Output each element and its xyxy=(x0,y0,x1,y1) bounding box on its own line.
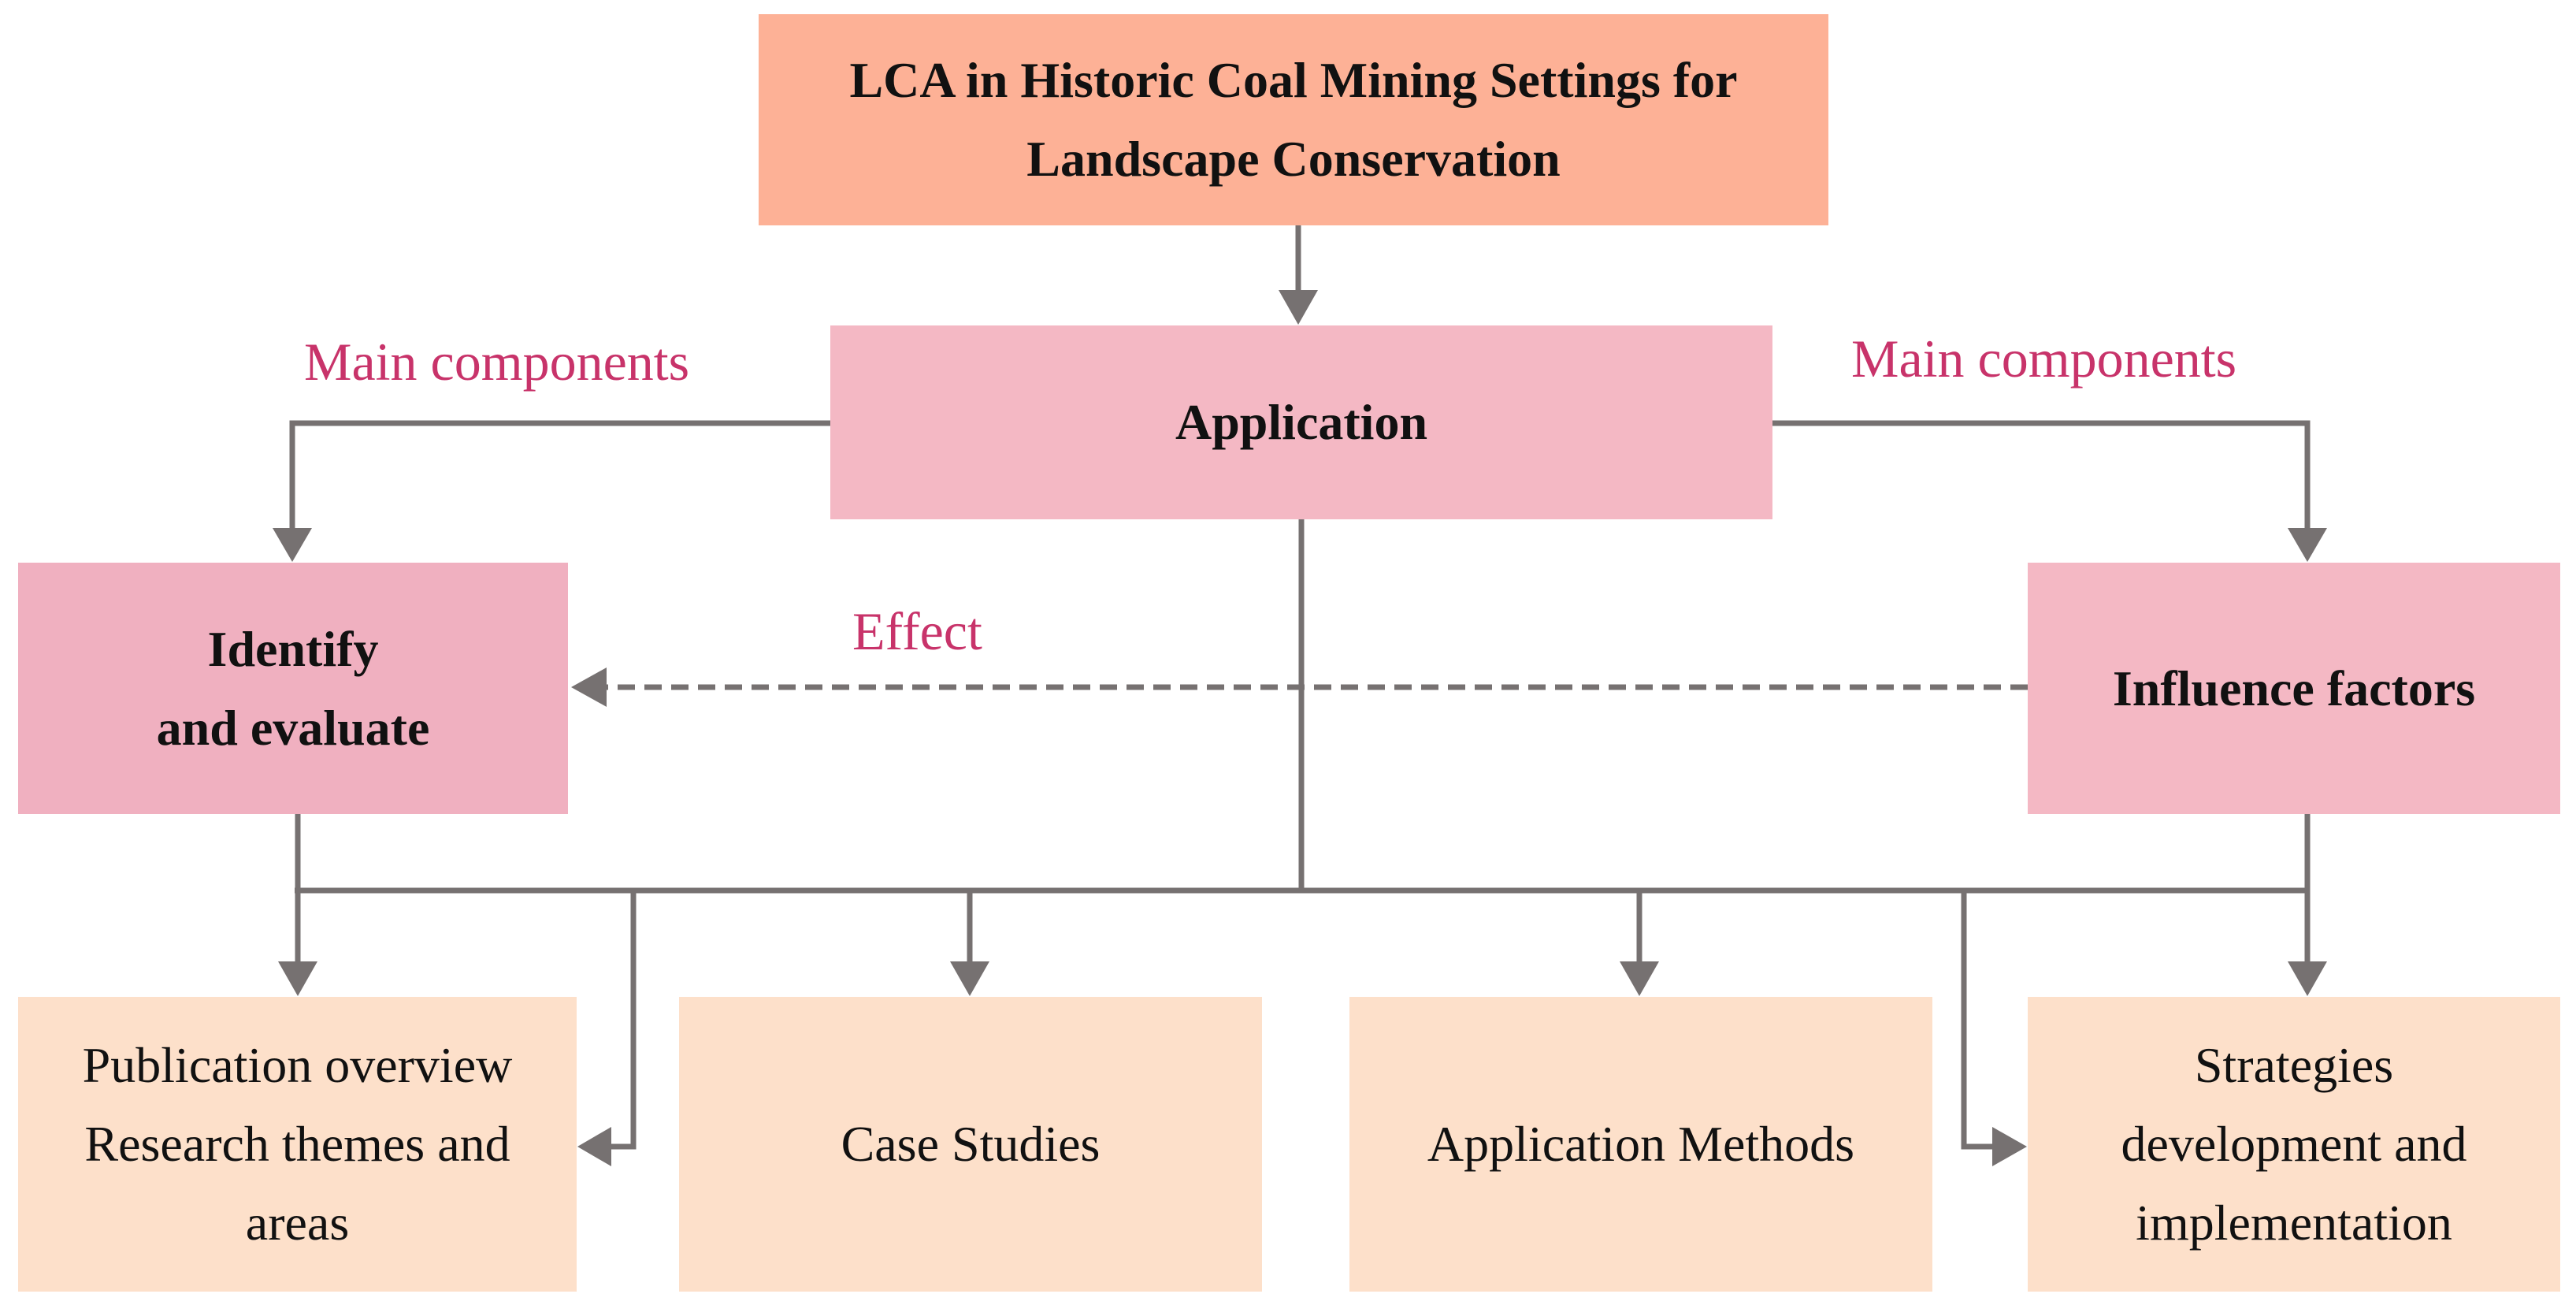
application-box-label: Application xyxy=(1175,394,1428,450)
application-methods-label: Application Methods xyxy=(1427,1116,1855,1172)
arrowhead-publication-side xyxy=(577,1127,611,1166)
arrowhead-effect xyxy=(571,667,607,707)
publication-overview-label: Publication overview Research themes and… xyxy=(82,1037,513,1251)
arrowhead-case-studies xyxy=(950,961,989,996)
case-studies-box: Case Studies xyxy=(679,997,1262,1292)
connector-application-to-identify xyxy=(289,420,830,528)
arrowhead-application xyxy=(1279,290,1318,325)
publication-overview-box: Publication overview Research themes and… xyxy=(18,997,577,1292)
edge-label-main-components-right: Main components xyxy=(1851,329,2237,389)
application-box: Application xyxy=(830,325,1772,519)
identify-evaluate-box: Identify and evaluate xyxy=(18,563,568,814)
arrowhead-identify xyxy=(273,528,312,562)
application-methods-box: Application Methods xyxy=(1349,997,1932,1292)
edge-label-main-components-left: Main components xyxy=(304,332,690,392)
connector-feed-publication-side xyxy=(610,890,637,1150)
arrowhead-strategies xyxy=(2288,961,2327,996)
edge-label-effect: Effect xyxy=(852,601,982,661)
influence-factors-label: Influence factors xyxy=(2112,660,2476,716)
identify-evaluate-label: Identify and evaluate xyxy=(156,620,430,756)
case-studies-label: Case Studies xyxy=(841,1116,1101,1172)
connector-feed-strategies-side xyxy=(1961,890,1993,1150)
arrowhead-strategies-side xyxy=(1992,1127,2027,1166)
strategies-label: Strategies development and implementatio… xyxy=(2121,1037,2467,1251)
arrowhead-influence xyxy=(2288,528,2327,562)
arrowhead-publication xyxy=(278,961,317,996)
influence-factors-box: Influence factors xyxy=(2028,563,2560,814)
title-box: LCA in Historic Coal Mining Settings for… xyxy=(759,14,1828,225)
arrowhead-application-methods xyxy=(1620,961,1659,996)
connector-application-to-influence xyxy=(1772,420,2311,528)
title-box-label: LCA in Historic Coal Mining Settings for… xyxy=(849,52,1738,187)
strategies-box: Strategies development and implementatio… xyxy=(2028,997,2560,1292)
